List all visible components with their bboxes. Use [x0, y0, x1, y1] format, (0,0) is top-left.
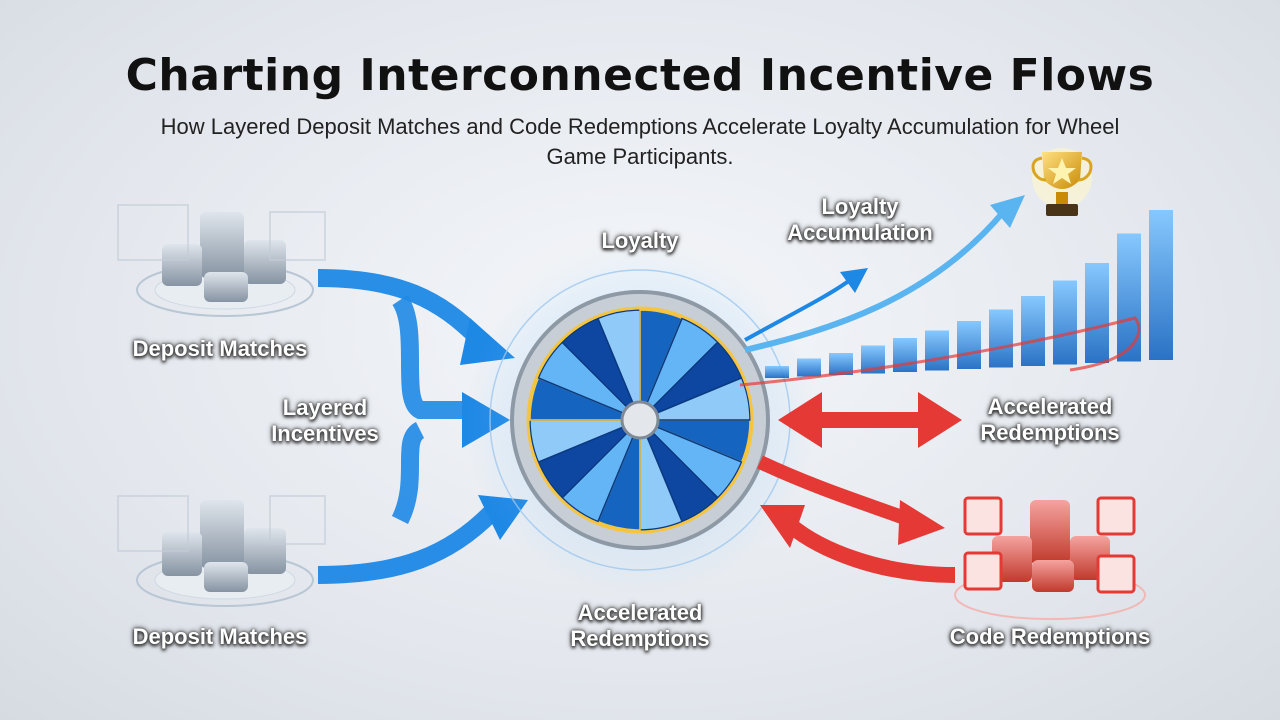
accelerated-redemptions-bottom-line2: Redemptions — [570, 626, 710, 651]
qr-code-icon — [963, 496, 1136, 594]
accelerated-redemptions-right-line1: Accelerated — [987, 394, 1113, 419]
deposit-matches-bottom-label: Deposit Matches — [132, 624, 308, 649]
loyalty-accumulation-line1: Loyalty — [821, 194, 899, 219]
wheel-slice — [639, 376, 751, 421]
red-coin-stack-icon — [992, 500, 1110, 592]
growth-bar — [989, 309, 1013, 368]
growth-bar — [797, 358, 821, 377]
page-title: Charting Interconnected Incentive Flows — [125, 50, 1155, 101]
growth-bar — [925, 330, 949, 371]
growth-bar — [1149, 210, 1173, 360]
blue-flow-arrows — [317, 269, 499, 584]
accelerated-redemptions-right-label: Accelerated Redemptions — [960, 394, 1140, 446]
growth-bar — [1117, 233, 1141, 362]
red-flow-arrows — [757, 392, 962, 583]
loyalty-accumulation-line2: Accumulation — [787, 220, 933, 245]
layered-incentives-line1: Layered — [282, 395, 368, 420]
trophy-icon — [1031, 148, 1093, 216]
code-redemptions-label: Code Redemptions — [949, 624, 1151, 649]
accelerated-redemptions-bottom-label: Accelerated Redemptions — [550, 600, 730, 652]
wheel-icon — [465, 245, 815, 595]
growth-bar — [1085, 263, 1109, 363]
deposit-matches-top-label: Deposit Matches — [132, 336, 308, 361]
deposit-matches-bottom-group — [136, 500, 314, 607]
decorative-panels — [117, 204, 326, 552]
deposit-matches-top-group — [136, 212, 314, 317]
growth-bar — [829, 353, 853, 375]
coin-stack-icon — [162, 212, 286, 302]
page-subtitle: How Layered Deposit Matches and Code Red… — [160, 114, 1120, 169]
loyalty-accumulation-label: Loyalty Accumulation — [770, 194, 950, 246]
accelerated-redemptions-bottom-line1: Accelerated — [577, 600, 703, 625]
code-redemptions-group — [954, 496, 1146, 620]
loyalty-growth-bars — [739, 195, 1173, 387]
loyalty-label: Loyalty — [601, 228, 679, 253]
growth-bar — [765, 366, 789, 378]
coin-stack-icon — [162, 500, 286, 592]
layered-incentives-label: Layered Incentives — [250, 395, 400, 447]
layered-incentives-line2: Incentives — [271, 421, 379, 446]
accelerated-redemptions-right-line2: Redemptions — [980, 420, 1120, 445]
growth-bar — [1021, 296, 1045, 366]
growth-bar — [957, 321, 981, 369]
growth-bar — [1053, 280, 1077, 365]
